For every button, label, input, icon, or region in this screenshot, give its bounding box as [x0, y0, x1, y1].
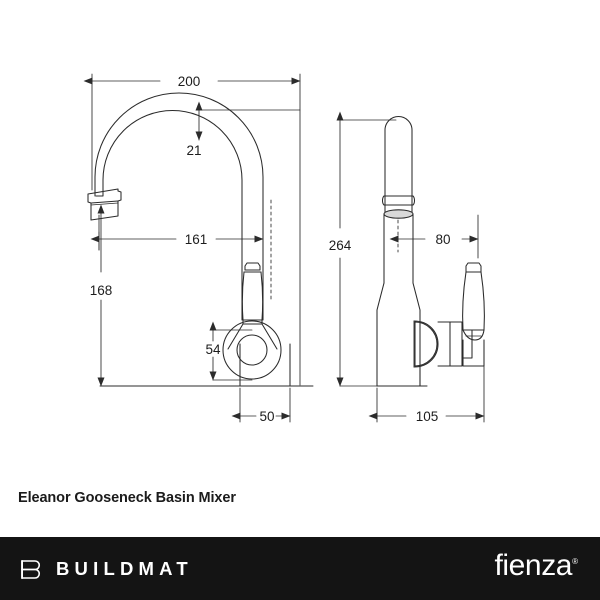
side-spout-capsule [384, 115, 413, 213]
spout-inner-profile [95, 109, 243, 301]
buildmat-b-mark-icon [21, 559, 41, 579]
side-handle-cap [465, 262, 482, 273]
dim-label-200: 200 [178, 74, 201, 89]
skirt-right [261, 323, 278, 350]
side-valve-dome [413, 320, 439, 368]
spout-outlet-collar-line-2 [90, 202, 119, 206]
front-elevation-view [87, 92, 314, 387]
side-handle-base-curve [462, 329, 485, 341]
side-skirt-right [412, 282, 421, 387]
fienza-wordmark: fienza [494, 549, 573, 582]
handle-cap [244, 262, 261, 271]
dim-label-161: 161 [185, 232, 208, 247]
side-spout-outlet-ellipse [383, 209, 414, 219]
page-title: Eleanor Gooseneck Basin Mixer [18, 490, 236, 506]
dimension-labels: 200 21 161 168 54 50 264 80 105 [90, 74, 451, 424]
side-handle-stem [462, 339, 485, 367]
fienza-trademark-symbol: ® [572, 557, 578, 566]
side-handle-body [462, 271, 485, 331]
dim-label-54: 54 [205, 342, 221, 357]
fienza-logo[interactable]: fienza® [494, 551, 578, 581]
side-valve-dome-hidden [414, 321, 438, 367]
spout-outlet-collar-line [90, 200, 119, 204]
handle-body [241, 271, 264, 321]
dim-label-264: 264 [329, 238, 352, 253]
dim-label-168: 168 [90, 283, 113, 298]
escutcheon-outer-circle [222, 320, 282, 380]
escutcheon-inner-circle [236, 334, 268, 366]
dim-label-105: 105 [416, 409, 439, 424]
technical-drawing: 200 21 161 168 54 50 264 80 105 [83, 73, 485, 424]
buildmat-logo[interactable]: BUILDMAT [20, 556, 193, 582]
dimension-drawing-svg: 200 21 161 168 54 50 264 80 105 [83, 73, 485, 424]
skirt-left [227, 323, 244, 350]
dim-label-21: 21 [186, 143, 201, 158]
footer-bar [0, 537, 600, 600]
buildmat-wordmark: BUILDMAT [56, 557, 193, 579]
dim-label-50: 50 [259, 409, 274, 424]
spout-outer-profile [94, 92, 264, 301]
side-elevation-view [376, 115, 485, 387]
dim-label-80: 80 [435, 232, 450, 247]
side-spout-collar [381, 195, 416, 206]
handle-shaft [244, 272, 261, 320]
dimension-lines [83, 73, 485, 423]
side-skirt-left [376, 282, 385, 387]
